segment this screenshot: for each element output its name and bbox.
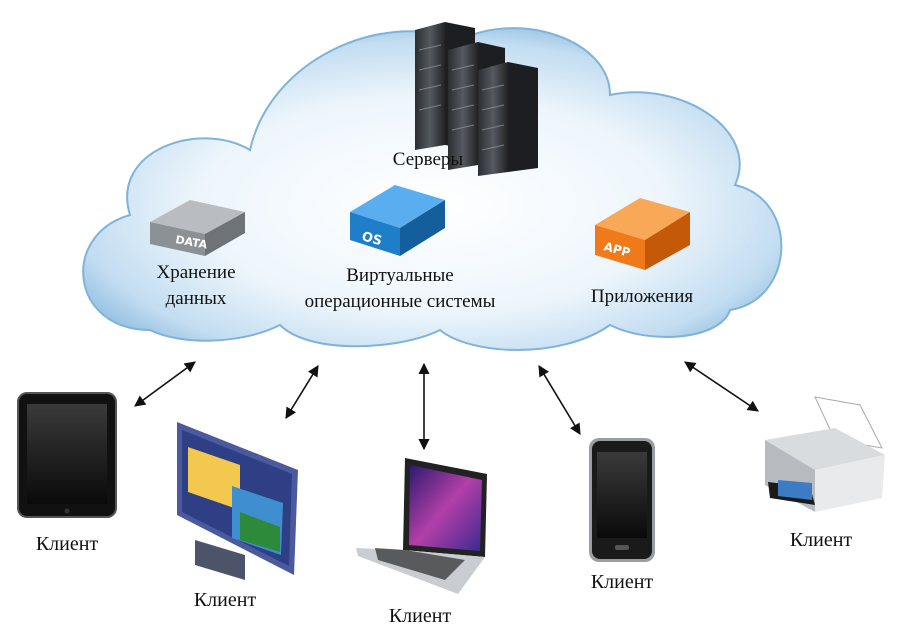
- client-label-phone: Клиент: [591, 571, 654, 593]
- client-label-tablet: Клиент: [36, 533, 99, 555]
- storage-label-line1: Хранение: [156, 262, 235, 283]
- printer-icon: [765, 396, 885, 512]
- storage-label-line2: данных: [166, 288, 227, 309]
- os-label-line1: Виртуальные: [346, 265, 454, 286]
- laptop-icon: [356, 458, 487, 594]
- client-label-monitor: Клиент: [194, 589, 257, 611]
- apps-label: Приложения: [591, 286, 694, 307]
- app-icon: APP: [595, 198, 690, 270]
- arrow-monitor: [285, 365, 319, 419]
- cloud-shape: [82, 27, 783, 351]
- client-label-printer: Клиент: [790, 529, 853, 551]
- tablet-icon: [17, 392, 117, 518]
- data-storage-icon: DATA: [150, 200, 245, 256]
- os-box-text: OS: [360, 229, 384, 249]
- os-label-line2: операционные системы: [305, 291, 496, 312]
- monitor-icon: [177, 422, 298, 580]
- client-label-laptop: Клиент: [389, 605, 452, 627]
- smartphone-icon: [589, 438, 655, 562]
- os-icon: OS: [350, 185, 445, 256]
- servers-label: Серверы: [393, 149, 464, 170]
- arrow-phone: [538, 365, 581, 435]
- arrow-tablet: [134, 361, 196, 407]
- arrow-printer: [684, 361, 759, 412]
- app-box-text: APP: [602, 239, 632, 260]
- connection-arrows: [134, 361, 759, 451]
- server-rack-icon: [415, 22, 538, 176]
- data-box-text: DATA: [174, 233, 208, 251]
